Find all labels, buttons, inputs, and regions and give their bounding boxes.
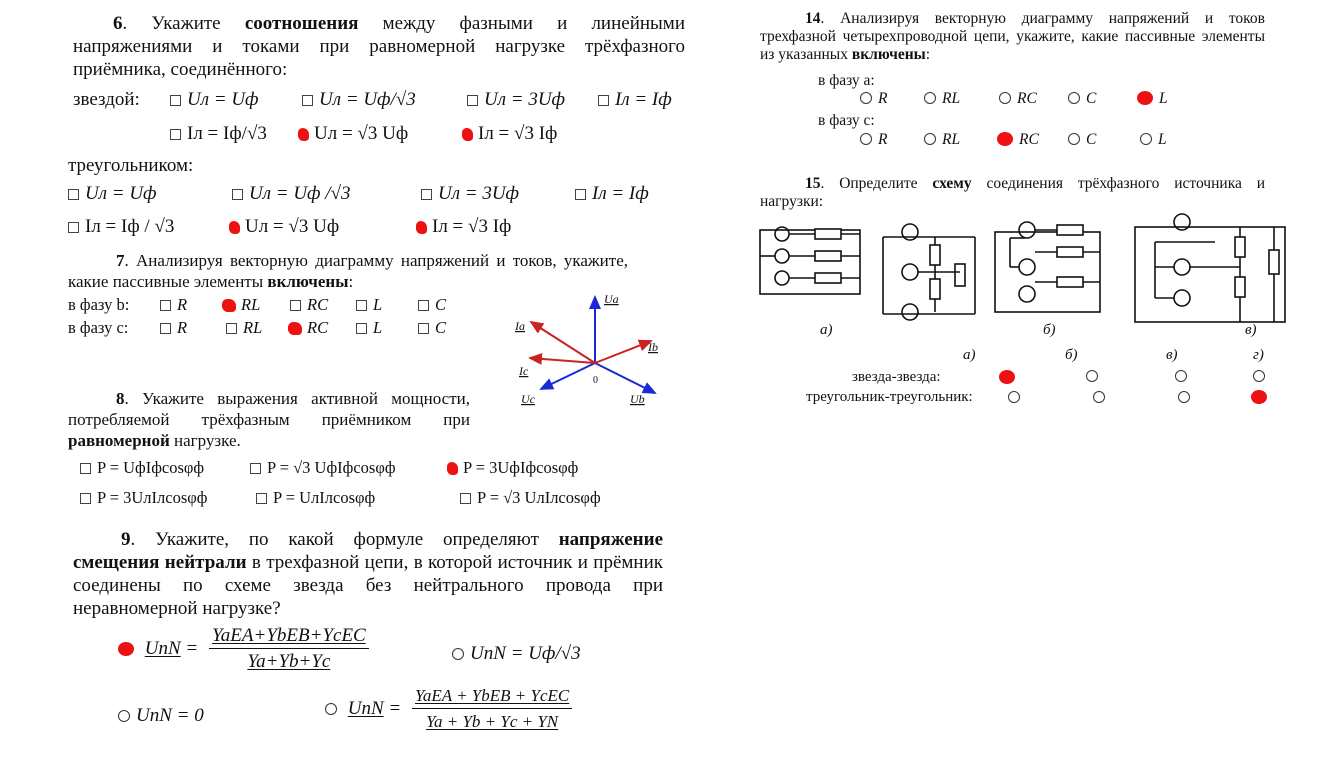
q7-text: 7. Анализируя векторную диаграмму напряж…: [68, 251, 628, 291]
q8-opt-checked[interactable]: P = 3UфIфcosφф: [447, 458, 578, 478]
row2-radio-g-checked[interactable]: [1251, 390, 1267, 404]
row1-radio-v[interactable]: [1175, 370, 1187, 382]
q14-phase-c-label: в фазу c:: [818, 112, 875, 129]
q6-star-opt[interactable]: Uл = Uф/√3: [302, 88, 416, 111]
col-label-a: а): [963, 347, 976, 363]
scheme-b: [882, 223, 976, 321]
row2-radio-v[interactable]: [1178, 391, 1190, 403]
q14-c-opt[interactable]: RL: [924, 131, 960, 149]
q8-opt[interactable]: P = √3 UлIлcosφф: [460, 488, 601, 508]
q14-a-opt[interactable]: R: [860, 90, 887, 108]
label-Ua: Ua: [604, 292, 619, 306]
q6-star-opt[interactable]: Iл = Iф: [598, 88, 672, 111]
q8-opt[interactable]: P = 3UлIлcosφф: [80, 488, 207, 508]
q6-text: 6. Укажите соотношения между фазными и л…: [73, 13, 685, 80]
label-Uc: Uc: [521, 392, 536, 406]
q9-formula-1[interactable]: UnN = YaEA+YbEB+YcEC Ya+Yb+Yc: [118, 624, 369, 673]
q7-b-opt-checked[interactable]: RL: [222, 295, 260, 315]
q14-phase-a-label: в фазу a:: [818, 72, 875, 89]
q6-tri-opt[interactable]: Uл = 3Uф: [421, 182, 519, 205]
q14-a-opt[interactable]: RC: [999, 90, 1037, 108]
q6-star-opt-checked[interactable]: Uл = √3 Uф: [298, 122, 408, 145]
q14-c-opt-checked[interactable]: RC: [997, 131, 1039, 149]
q6-tri-opt-checked[interactable]: Uл = √3 Uф: [229, 215, 339, 238]
q15-text: 15. Определите схему соединения трёхфазн…: [760, 175, 1265, 210]
scheme-v: [994, 221, 1101, 313]
vector-Ib: [594, 339, 653, 364]
scheme-label-a: а): [820, 322, 833, 338]
q8-text: 8. Укажите выражения активной мощности, …: [68, 389, 470, 450]
q7-c-opt[interactable]: C: [418, 318, 446, 338]
vector-Ic: [528, 352, 596, 365]
scheme-label-v: в): [1245, 322, 1257, 338]
row1-radio-b[interactable]: [1086, 370, 1098, 382]
row2-radio-b[interactable]: [1093, 391, 1105, 403]
q14-a-opt[interactable]: C: [1068, 90, 1096, 108]
label-Ub: Ub: [630, 392, 645, 406]
q6-star-opt[interactable]: Uл = 3Uф: [467, 88, 565, 111]
q14-c-opt[interactable]: R: [860, 131, 887, 149]
vector-Uc: [539, 362, 596, 390]
row1-radio-a-checked[interactable]: [999, 370, 1015, 384]
connection-schemes: [759, 213, 1286, 323]
q6-star-opt[interactable]: Iл = Iф/√3: [170, 122, 267, 145]
q6-tri-opt[interactable]: Uл = Uф: [68, 182, 157, 205]
scheme-label-b: б): [1043, 322, 1056, 338]
q8-opt[interactable]: P = UлIлcosφф: [256, 488, 375, 508]
q6-star-opt[interactable]: Uл = Uф: [170, 88, 259, 111]
vector-Ia: [529, 320, 596, 364]
q9-formula-4[interactable]: UnN = YaEA + YbEB + YcEC Ya + Yb + Yc + …: [325, 684, 573, 733]
q7-c-opt[interactable]: RL: [226, 318, 262, 338]
label-zero: 0: [593, 375, 598, 386]
q9-formula-2[interactable]: UnN = Uф/√3: [452, 642, 581, 665]
q6-tri-opt-checked[interactable]: Iл = √3 Iф: [416, 215, 511, 238]
q7-phase-b-label: в фазу b:: [68, 295, 130, 314]
vector-diagram: Ua Ia Ib Ic Uc Ub 0: [514, 292, 658, 406]
q7-b-opt[interactable]: RC: [290, 295, 328, 315]
vector-Ub: [594, 362, 657, 394]
q8-opt[interactable]: P = UфIфcosφф: [80, 458, 204, 478]
scheme-a: [759, 226, 861, 295]
q7-b-opt[interactable]: C: [418, 295, 446, 315]
col-label-g: г): [1253, 347, 1264, 363]
row-star-star-label: звезда-звезда:: [852, 369, 941, 385]
q14-c-opt[interactable]: L: [1140, 131, 1167, 149]
q6-star-opt-checked[interactable]: Iл = √3 Iф: [462, 122, 557, 145]
label-Ic: Ic: [518, 364, 529, 378]
q7-c-opt[interactable]: L: [356, 318, 382, 338]
q7-b-opt[interactable]: L: [356, 295, 382, 315]
q14-a-opt[interactable]: RL: [924, 90, 960, 108]
q14-c-opt[interactable]: C: [1068, 131, 1096, 149]
q6-tri-opt[interactable]: Uл = Uф /√3: [232, 182, 351, 205]
label-Ia: Ia: [514, 319, 525, 333]
row-delta-delta-label: треугольник-треугольник:: [806, 389, 973, 405]
row2-radio-a[interactable]: [1008, 391, 1020, 403]
label-Ib: Ib: [647, 340, 658, 354]
q8-opt[interactable]: P = √3 UфIфcosφф: [250, 458, 396, 478]
q6-tri-opt[interactable]: Iл = Iф / √3: [68, 215, 174, 238]
q6-tri-label: треугольником:: [68, 155, 194, 176]
q7-phase-c-label: в фазу c:: [68, 318, 129, 337]
q7-c-opt-checked[interactable]: RC: [288, 318, 328, 338]
q6-tri-opt[interactable]: Iл = Iф: [575, 182, 649, 205]
q14-a-opt-checked[interactable]: L: [1137, 90, 1168, 108]
q7-b-opt[interactable]: R: [160, 295, 187, 315]
scheme-g: [1134, 213, 1286, 323]
q7-c-opt[interactable]: R: [160, 318, 187, 338]
col-label-v: в): [1166, 347, 1178, 363]
row1-radio-g[interactable]: [1253, 370, 1265, 382]
q9-text: 9. Укажите, по какой формуле определяют …: [73, 529, 663, 619]
q6-star-label: звездой:: [73, 89, 140, 110]
col-label-b: б): [1065, 347, 1078, 363]
q14-text: 14. Анализируя векторную диаграмму напря…: [760, 10, 1265, 63]
q9-formula-3[interactable]: UnN = 0: [118, 704, 204, 727]
